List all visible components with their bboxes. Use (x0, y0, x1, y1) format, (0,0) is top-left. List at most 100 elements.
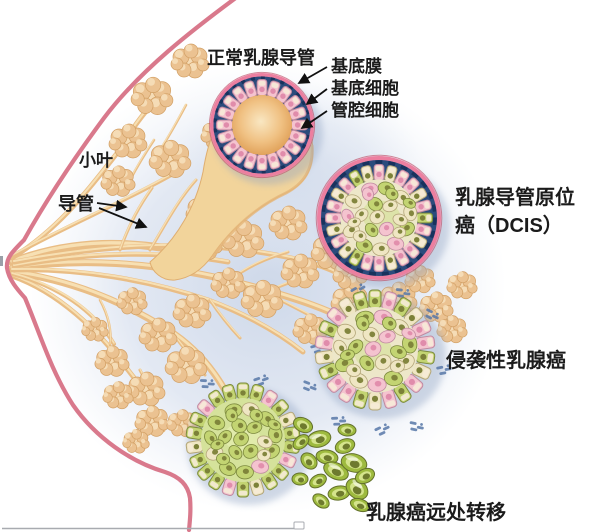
labels: 正常乳腺导管 基底膜 基底细胞 管腔细胞 小叶 导管 乳腺导管原位 癌（DCIS… (58, 47, 575, 524)
label-dcis-line2: 癌（DCIS） (455, 213, 563, 237)
cell-nucleus (345, 184, 351, 190)
tumor-cell (378, 221, 394, 237)
lobule-cluster (418, 291, 454, 323)
cell-nucleus (341, 360, 349, 366)
cell-tip (288, 457, 295, 467)
cell-nucleus (351, 198, 358, 204)
lobule-highlight (283, 206, 291, 214)
tumor-cell (256, 449, 271, 462)
cell-nucleus (361, 321, 367, 327)
lobule-highlight (172, 58, 178, 64)
tumor-cell (383, 370, 403, 387)
tumor-cell (389, 359, 405, 373)
escaping-cell (306, 430, 332, 448)
escaping-cell (292, 416, 314, 434)
cell-nucleus (408, 378, 415, 386)
lobule-highlight (100, 327, 105, 332)
duct-cell (276, 86, 293, 104)
cell-tip (333, 239, 340, 247)
cell-nucleus (335, 314, 342, 322)
cell-nucleus (230, 101, 236, 107)
cell-nucleus (283, 417, 289, 424)
tumor-cell (235, 465, 254, 480)
cell-nucleus (227, 482, 233, 488)
lobule-highlight (124, 393, 129, 398)
duct-cell (411, 320, 432, 338)
tumor-cell (340, 349, 355, 361)
lobule-highlight (296, 221, 302, 227)
duct-highlight (209, 298, 241, 338)
cell-nucleus (193, 443, 200, 450)
cell-tip (370, 403, 380, 409)
duct-cell (360, 165, 374, 183)
cell-tip (292, 146, 299, 153)
arrow-basal-cell (305, 88, 328, 106)
duct-cell (409, 187, 428, 203)
tumor-cell (372, 242, 390, 257)
cell-nucleus (263, 438, 269, 444)
cell-tip (422, 368, 430, 378)
lobule-highlight (443, 305, 449, 311)
cell-tip (245, 161, 253, 168)
tumor-cell (267, 419, 282, 431)
cell-tip (191, 413, 198, 423)
cell-tip (187, 428, 194, 437)
cell-nucleus (408, 210, 415, 217)
cell-nucleus (407, 246, 413, 252)
cell-nucleus (253, 482, 259, 488)
lobule-highlight (223, 267, 231, 275)
tumor-cell (346, 363, 362, 377)
cell-tip (413, 309, 422, 318)
lobule-highlight (177, 300, 185, 308)
cell-tip (375, 265, 383, 270)
escaping-cell (323, 461, 349, 481)
duct-cell (415, 335, 436, 350)
cell-nucleus (305, 459, 313, 466)
cell-tip (328, 227, 334, 235)
duct-cell (236, 480, 250, 498)
tumor-cell (242, 444, 259, 459)
cell-tip (279, 401, 287, 410)
lobule-highlight (128, 287, 134, 294)
lobule-cluster (170, 43, 210, 79)
cell-tip (370, 291, 380, 297)
lobule-highlight (141, 439, 146, 444)
duct-cell (326, 307, 347, 327)
arrow-luminal-cell (300, 110, 328, 129)
cell-nucleus (371, 395, 379, 402)
cell-tip (267, 391, 276, 399)
cell-nucleus (234, 449, 240, 456)
cell-nucleus (352, 342, 359, 349)
cell-tip (258, 81, 266, 86)
lobule-highlight (161, 94, 168, 101)
cell-nucleus (253, 392, 259, 398)
lobule-highlight (83, 320, 90, 327)
cell-nucleus (327, 326, 334, 333)
cell-tip (388, 263, 396, 269)
lobule-highlight (175, 50, 183, 58)
lobule-highlight (458, 271, 464, 278)
lobule-cluster (122, 428, 150, 454)
cell-nucleus (223, 122, 230, 128)
cell-nucleus (385, 300, 392, 307)
cell-nucleus (416, 326, 423, 333)
duct-cell (314, 335, 335, 350)
cell-nucleus (396, 348, 403, 354)
membrane-fragment (395, 288, 411, 298)
duct-cell (338, 241, 356, 259)
lobule-highlight (104, 170, 112, 179)
duct-lumen (232, 95, 292, 155)
duct-cell (185, 426, 204, 440)
lobule-highlight (448, 315, 454, 322)
cell-tip (424, 227, 430, 235)
cell-tip (238, 384, 248, 390)
lobule-highlight (141, 372, 149, 380)
lobule-highlight (426, 277, 431, 282)
cell-tip (320, 322, 328, 332)
duct-cell (415, 350, 436, 365)
cell-nucleus (345, 246, 351, 252)
cell-nucleus (270, 88, 276, 94)
escaping-cell (315, 449, 339, 465)
cell-tip (413, 382, 422, 391)
cell-tip (375, 166, 383, 171)
